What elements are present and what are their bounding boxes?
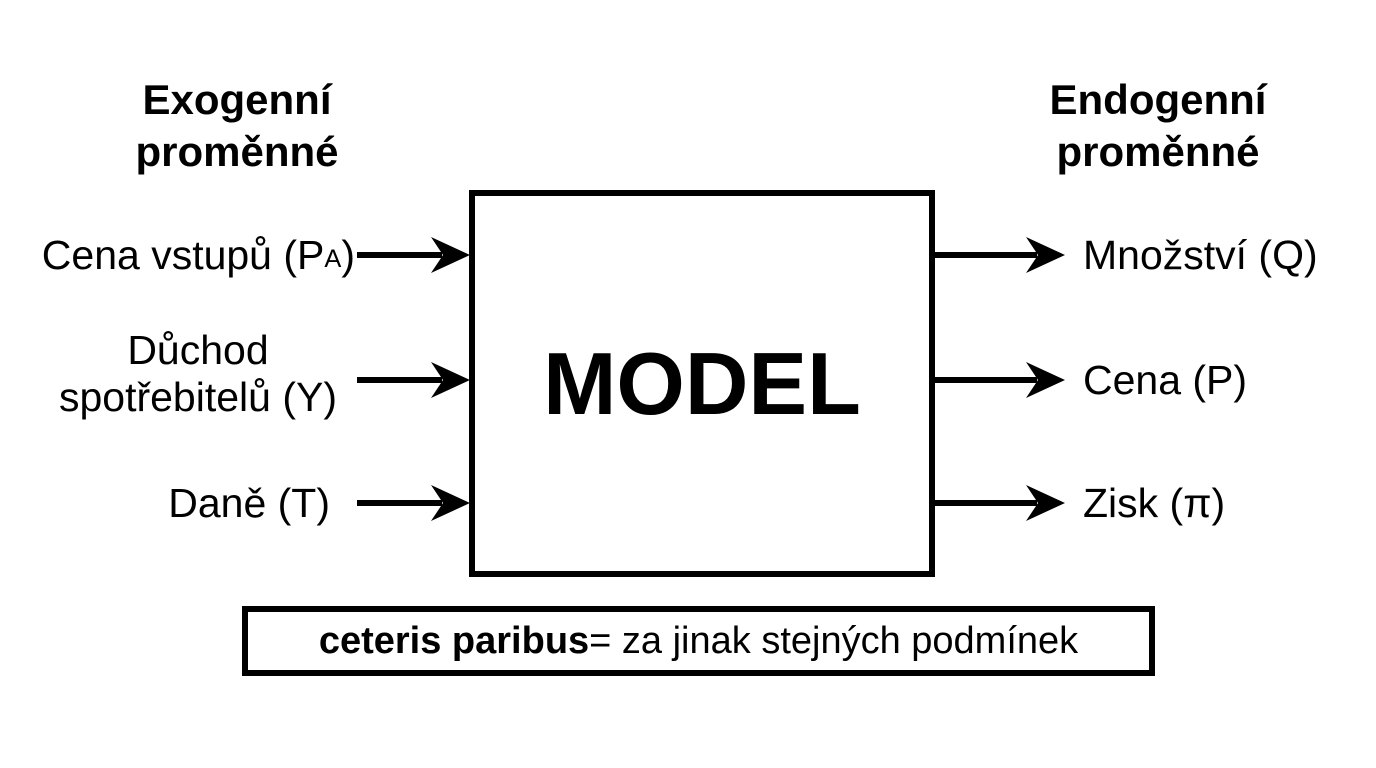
input-label-duchod-line1: Důchod [127, 327, 269, 373]
output-arrow-icon [933, 237, 1065, 273]
input-label-cena-vstupu-text: Cena vstupů (P [41, 231, 325, 278]
endogenous-header-line1: Endogenní [1049, 76, 1267, 123]
input-label-duchod: Důchod spotřebitelů (Y) [30, 327, 366, 421]
exogenous-header-line1: Exogenní [142, 76, 332, 123]
input-arrow-icon [357, 237, 470, 273]
output-label-zisk-text: Zisk (π) [1083, 479, 1226, 526]
output-arrow-icon [933, 362, 1065, 398]
exogenous-header: Exogenní proměnné [77, 74, 397, 178]
output-label-mnozstvi: Množství (Q) [1083, 227, 1318, 283]
ceteris-paribus-box: ceteris paribus = za jinak stejných podm… [242, 606, 1155, 676]
model-box: MODEL [469, 190, 935, 577]
output-arrow-icon [933, 485, 1065, 521]
input-label-cena-vstupu-close: ) [341, 231, 355, 278]
endogenous-header-line2: proměnné [1056, 128, 1260, 175]
input-label-dane: Daně (T) [0, 475, 330, 531]
input-label-duchod-line2: spotřebitelů (Y) [58, 374, 337, 420]
output-label-cena: Cena (P) [1083, 352, 1247, 408]
input-label-dane-text: Daně (T) [168, 479, 330, 526]
output-label-zisk: Zisk (π) [1083, 475, 1225, 531]
exogenous-header-line2: proměnné [135, 128, 339, 175]
input-arrow-icon [357, 485, 470, 521]
endogenous-header: Endogenní proměnné [998, 74, 1318, 178]
ceteris-paribus-definition: = za jinak stejných podmínek [589, 619, 1079, 662]
ceteris-paribus-term: ceteris paribus [318, 619, 590, 662]
model-label: MODEL [543, 333, 861, 433]
output-label-mnozstvi-text: Množství (Q) [1083, 231, 1318, 278]
output-label-cena-text: Cena (P) [1083, 356, 1248, 403]
input-arrow-icon [357, 362, 470, 398]
